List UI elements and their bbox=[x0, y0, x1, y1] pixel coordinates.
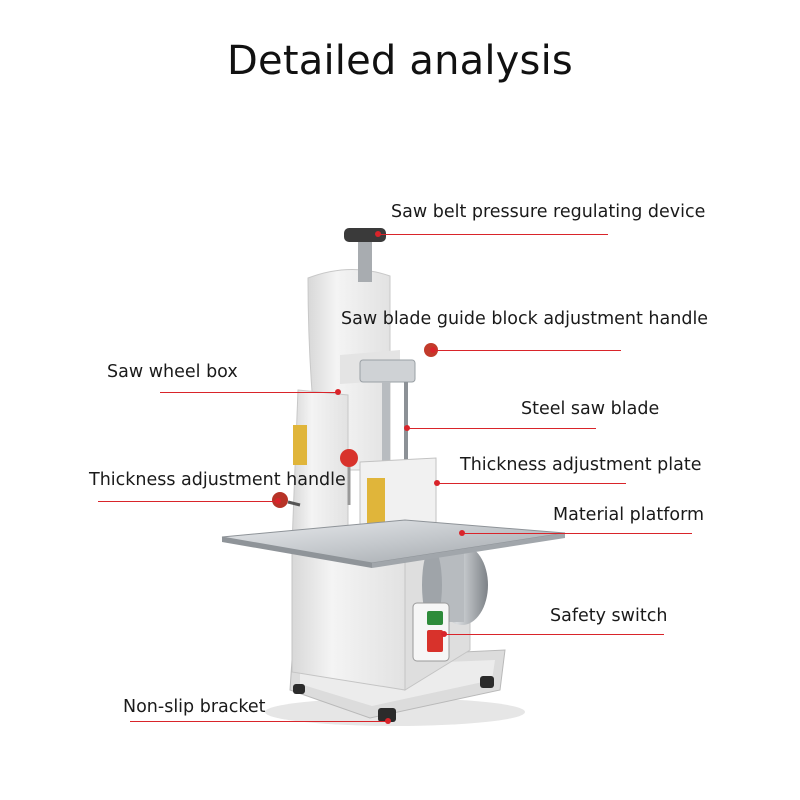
leader-saw-blade bbox=[408, 428, 596, 429]
label-thickness-handle: Thickness adjustment handle bbox=[89, 470, 346, 490]
page-title: Detailed analysis bbox=[227, 38, 573, 84]
leader-guide-handle bbox=[433, 350, 621, 351]
leader-dot-thickness-handle bbox=[275, 498, 281, 504]
leader-dot-wheel-box bbox=[335, 389, 341, 395]
label-thickness-plate: Thickness adjustment plate bbox=[460, 455, 702, 475]
leader-pressure-device bbox=[378, 234, 608, 235]
leader-dot-pressure-device bbox=[375, 231, 381, 237]
leader-dot-bracket bbox=[385, 718, 391, 724]
label-safety-switch: Safety switch bbox=[550, 606, 668, 626]
red-knob bbox=[340, 449, 358, 467]
saw-wheel-box bbox=[291, 389, 349, 546]
label-pressure-device: Saw belt pressure regulating device bbox=[391, 202, 706, 222]
leader-wheel-box bbox=[160, 392, 338, 393]
label-saw-blade: Steel saw blade bbox=[521, 399, 660, 419]
label-wheel-box: Saw wheel box bbox=[107, 362, 238, 382]
blade-guide-block bbox=[359, 359, 416, 383]
safety-switch bbox=[412, 602, 450, 662]
label-bracket: Non-slip bracket bbox=[123, 697, 266, 717]
leader-dot-platform bbox=[459, 530, 465, 536]
leader-thickness-plate bbox=[438, 483, 626, 484]
leader-platform bbox=[462, 533, 692, 534]
leader-dot-thickness-plate bbox=[434, 480, 440, 486]
leader-dot-guide-handle bbox=[430, 347, 436, 353]
lower-cabinet bbox=[291, 551, 406, 691]
leader-bracket bbox=[130, 721, 388, 722]
label-guide-handle: Saw blade guide block adjustment handle bbox=[341, 309, 709, 329]
label-platform: Material platform bbox=[553, 505, 705, 525]
non-slip-feet bbox=[293, 676, 494, 722]
leader-dot-saw-blade bbox=[404, 425, 410, 431]
leader-dot-safety-switch bbox=[441, 631, 447, 637]
leader-thickness-handle bbox=[98, 501, 278, 502]
leader-safety-switch bbox=[444, 634, 664, 635]
